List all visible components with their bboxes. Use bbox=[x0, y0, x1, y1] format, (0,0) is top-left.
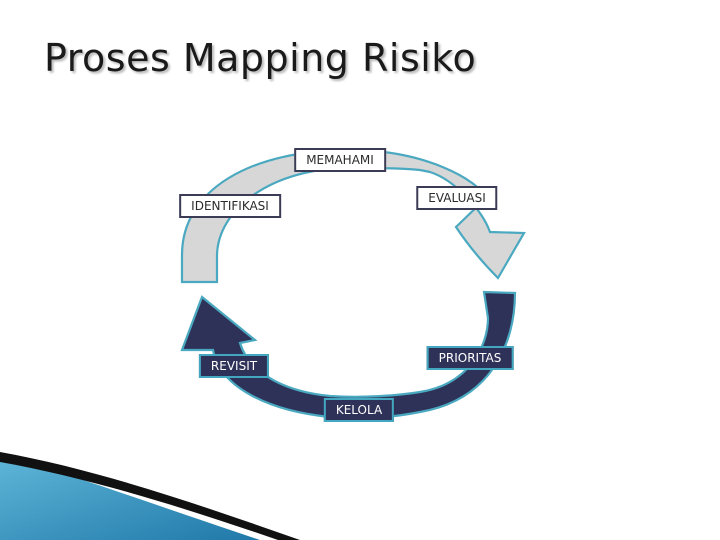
step-memahami: MEMAHAMI bbox=[294, 148, 386, 172]
bottom-cycle-arrow bbox=[180, 290, 517, 420]
step-identifikasi: IDENTIFIKASI bbox=[179, 194, 281, 218]
step-prioritas: PRIORITAS bbox=[426, 346, 514, 370]
slide-title: Proses Mapping Risiko bbox=[44, 36, 477, 80]
step-kelola: KELOLA bbox=[323, 398, 395, 422]
step-evaluasi: EVALUASI bbox=[416, 186, 498, 210]
step-revisit: REVISIT bbox=[198, 354, 270, 378]
corner-black-stripe bbox=[0, 452, 300, 540]
corner-blue-swoosh bbox=[0, 455, 260, 540]
